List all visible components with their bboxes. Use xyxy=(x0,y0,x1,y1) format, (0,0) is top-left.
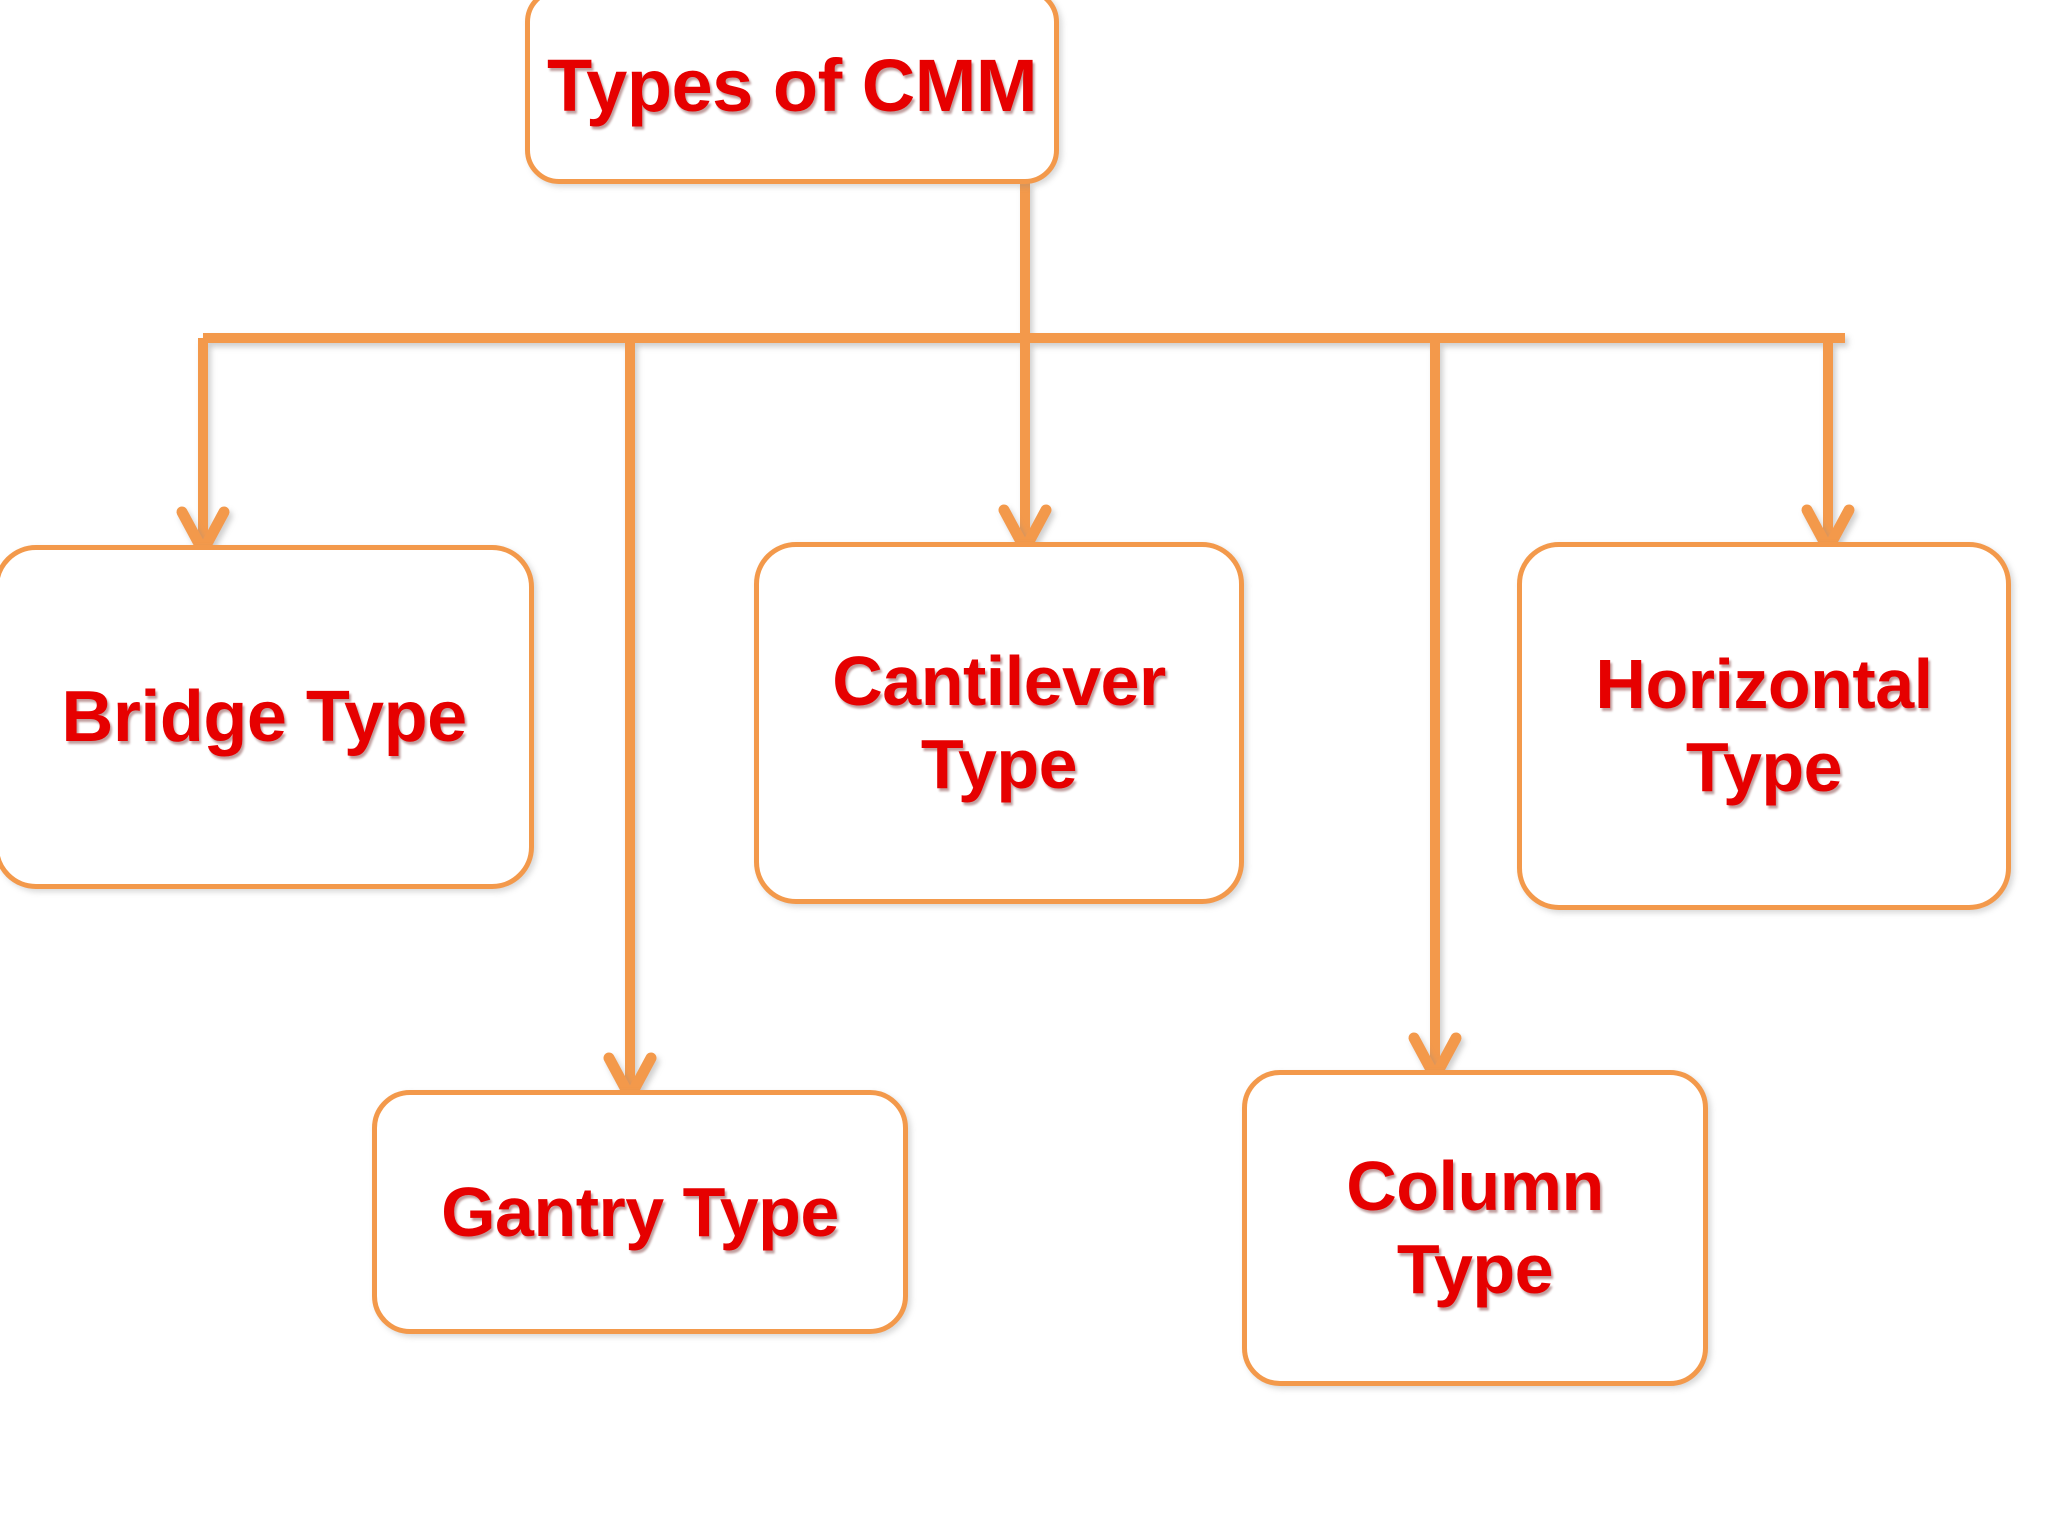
node-label: Column Type xyxy=(1346,1147,1604,1308)
node-label: Gantry Type xyxy=(441,1172,839,1251)
node-horizontal-type[interactable]: Horizontal Type xyxy=(1517,542,2011,910)
node-label: Cantilever Type xyxy=(832,642,1166,803)
node-types-of-cmm[interactable]: Types of CMM xyxy=(525,0,1059,184)
node-cantilever-type[interactable]: Cantilever Type xyxy=(754,542,1244,904)
node-gantry-type[interactable]: Gantry Type xyxy=(372,1090,908,1334)
node-bridge-type[interactable]: Bridge Type xyxy=(0,545,534,889)
node-label: Bridge Type xyxy=(61,676,467,757)
node-label: Horizontal Type xyxy=(1595,645,1933,806)
node-label: Types of CMM xyxy=(546,44,1038,128)
node-column-type[interactable]: Column Type xyxy=(1242,1070,1708,1386)
